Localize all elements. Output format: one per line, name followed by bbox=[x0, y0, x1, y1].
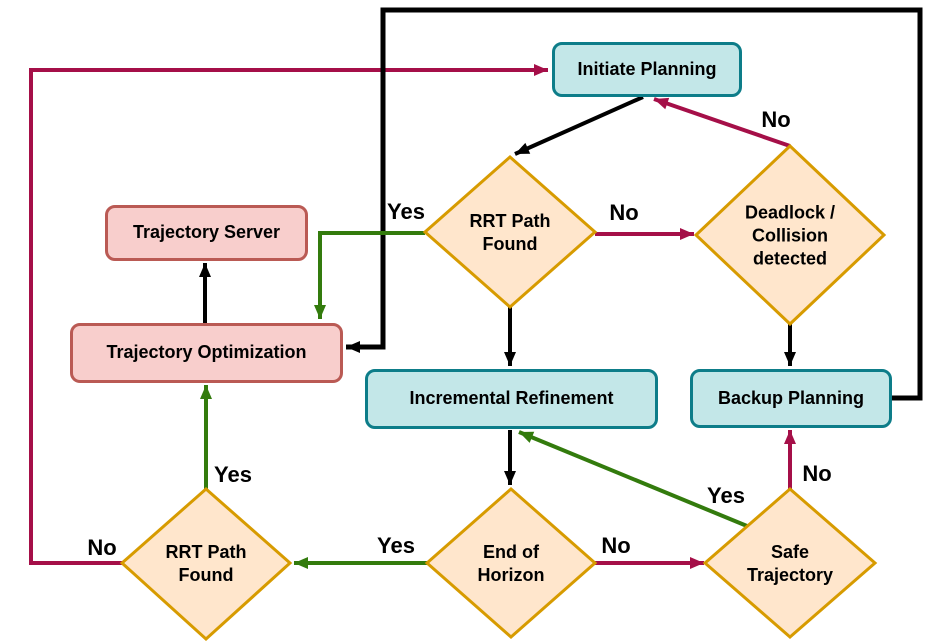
node-end-of-horizon-shape bbox=[424, 487, 598, 639]
edge-initiate-to-rrt-top bbox=[514, 95, 644, 156]
node-trajectory-server-label: Trajectory Server bbox=[132, 222, 281, 243]
node-trajectory-optimization: Trajectory Optimization bbox=[70, 323, 343, 383]
node-trajectory-server: Trajectory Server bbox=[105, 205, 308, 261]
node-backup-planning: Backup Planning bbox=[690, 369, 892, 428]
node-incremental-refinement: Incremental Refinement bbox=[365, 369, 658, 429]
node-backup-planning-label: Backup Planning bbox=[717, 387, 865, 408]
edge-safe-yes-to-incremental-refinement bbox=[518, 430, 748, 528]
edge-rrt-bottom-no-to-initiate bbox=[29, 64, 548, 565]
edge-deadlock-no-to-initiate bbox=[653, 97, 791, 148]
node-deadlock-collision-shape bbox=[693, 143, 887, 327]
node-safe-trajectory-shape bbox=[702, 487, 878, 639]
edge-backup-planning-to-trajectory-optimization bbox=[346, 7, 923, 401]
node-rrt-path-found-top-shape bbox=[422, 154, 598, 310]
node-rrt-path-found-bottom-shape bbox=[119, 487, 293, 641]
edge-rrt-top-yes-to-trajectory-optimization bbox=[314, 231, 425, 319]
node-trajectory-optimization-label: Trajectory Optimization bbox=[106, 342, 307, 363]
node-initiate-planning-label: Initiate Planning bbox=[577, 58, 717, 79]
node-initiate-planning: Initiate Planning bbox=[552, 42, 742, 97]
node-incremental-refinement-label: Incremental Refinement bbox=[409, 388, 614, 409]
